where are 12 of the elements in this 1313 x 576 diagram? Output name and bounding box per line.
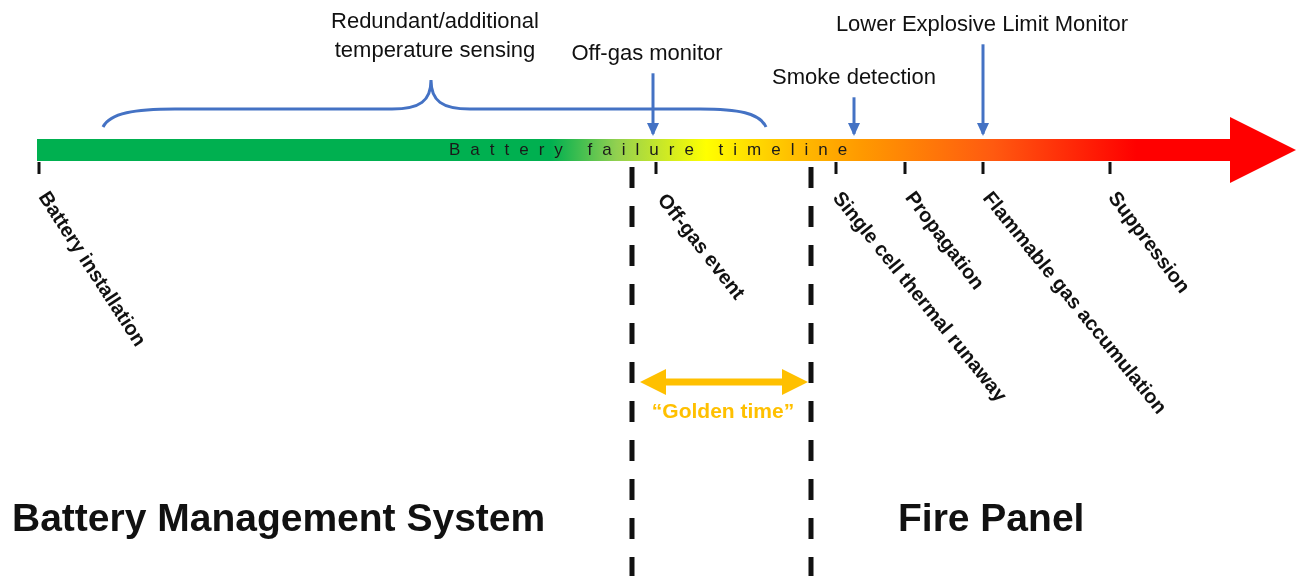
timeline-bar (37, 139, 1232, 161)
monitor-label: Lower Explosive Limit Monitor (835, 11, 1129, 37)
timeline-label: Battery failure timeline (449, 139, 858, 161)
section-heading: Fire Panel (898, 498, 1085, 537)
monitor-label: Smoke detection (772, 64, 936, 90)
section-heading: Battery Management System (12, 498, 546, 537)
annotation-text: Redundant/additional temperature sensing (330, 7, 540, 64)
arrow (647, 73, 659, 136)
monitor-label: Off-gas monitor (571, 40, 723, 66)
interval-label: “Golden time” (651, 399, 795, 424)
arrow (977, 44, 989, 136)
arrow (848, 97, 860, 136)
